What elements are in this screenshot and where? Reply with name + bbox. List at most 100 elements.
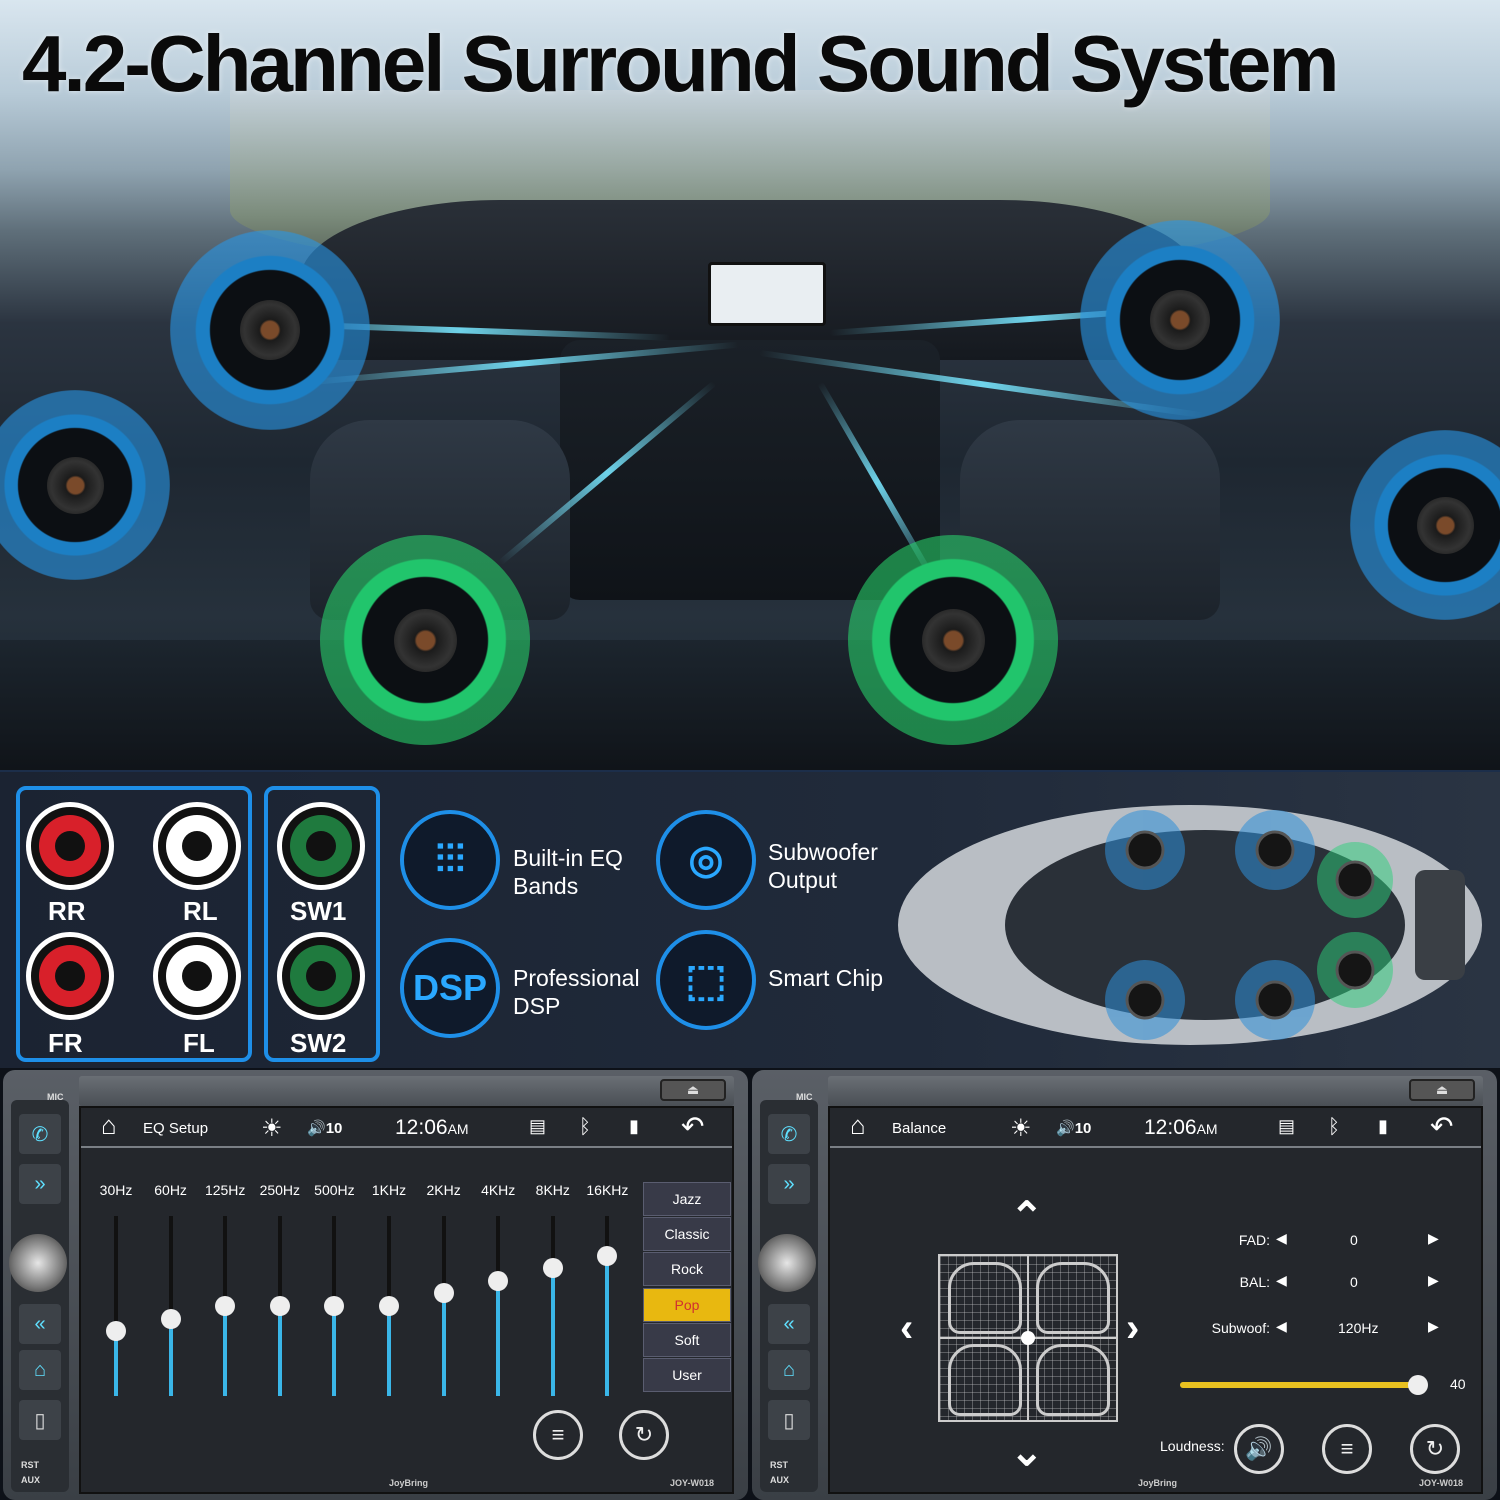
page-title: 4.2-Channel Surround Sound System [22, 19, 1340, 108]
speaker-outputs-box [16, 786, 252, 1062]
reset-button[interactable]: RST [770, 1460, 788, 1470]
status-bar: ⌂ EQ Setup ☀ 🔊10 12:06AM ▤ ᛒ ▮ ↶ [81, 1108, 732, 1148]
model-number: JOY-W018 [669, 1478, 714, 1488]
eq-screen: ⌂ EQ Setup ☀ 🔊10 12:06AM ▤ ᛒ ▮ ↶ 30Hz 60… [79, 1106, 734, 1494]
slider-knob[interactable] [1408, 1375, 1428, 1395]
phone-button[interactable]: ✆ [19, 1114, 61, 1154]
eq-band: 1KHz [362, 1182, 416, 1402]
preset-soft[interactable]: Soft [643, 1322, 731, 1357]
bal-decrease-button[interactable]: ◀ [1276, 1272, 1287, 1288]
preset-rock[interactable]: Rock [643, 1252, 731, 1287]
phone-button[interactable]: ✆ [768, 1114, 810, 1154]
preset-jazz[interactable]: Jazz [643, 1182, 731, 1216]
eq-slider-knob[interactable] [597, 1245, 618, 1266]
floor [0, 640, 1500, 770]
eq-slider-fill [168, 1318, 173, 1396]
preset-pop[interactable]: Pop [643, 1287, 731, 1322]
fad-decrease-button[interactable]: ◀ [1276, 1230, 1287, 1246]
home-icon[interactable]: ⌂ [850, 1110, 866, 1140]
seat-balance-grid[interactable] [938, 1254, 1118, 1422]
rca-label-fr: FR [48, 1028, 83, 1058]
balance-left-button[interactable]: ‹ [900, 1306, 914, 1350]
eject-button[interactable]: ⏏ [1409, 1079, 1475, 1101]
equalizer-button[interactable]: ≡ [1322, 1424, 1372, 1474]
subwoofer-right [848, 535, 1058, 745]
screen-title: Balance [892, 1120, 947, 1137]
back-icon[interactable]: ↶ [1430, 1111, 1454, 1142]
eq-slider-track[interactable] [168, 1216, 173, 1396]
seat-icon [1036, 1262, 1110, 1334]
rca-label-rr: RR [48, 896, 86, 926]
brightness-icon[interactable]: ☀ [261, 1115, 283, 1142]
home-button[interactable]: ⌂ [19, 1350, 61, 1390]
top-bezel: ⏏ [79, 1076, 734, 1106]
rca-fr [26, 932, 114, 1020]
eq-slider-fill [114, 1331, 118, 1396]
volume-knob[interactable] [758, 1234, 816, 1292]
loudness-button[interactable]: 🔊 [1234, 1424, 1284, 1474]
brightness-icon[interactable]: ☀ [1010, 1115, 1032, 1142]
eq-band-label: 250Hz [259, 1182, 301, 1198]
subwoofer-icon: ◎ [656, 810, 756, 910]
eq-slider-knob[interactable] [160, 1308, 181, 1329]
eq-band: 60Hz [144, 1182, 198, 1402]
eq-slider-knob[interactable] [106, 1321, 126, 1342]
fade-front-button[interactable]: ⌃ [1010, 1195, 1044, 1239]
seat-icon [948, 1262, 1022, 1334]
next-track-button[interactable]: » [768, 1164, 810, 1204]
home-icon[interactable]: ⌂ [101, 1110, 117, 1140]
eq-slider-knob[interactable] [269, 1296, 290, 1316]
balance-head-unit: MIC ✆ » « ⌂ ▯ RST AUX ⏏ ⌂ Balance ☀ 🔊10 … [752, 1070, 1497, 1500]
rca-rr [26, 802, 114, 890]
front-left-speaker [170, 230, 370, 430]
top-bezel: ⏏ [828, 1076, 1483, 1106]
bal-label: BAL: [1239, 1274, 1270, 1290]
usb-icon: ▮ [1378, 1116, 1388, 1136]
next-track-button[interactable]: » [19, 1164, 61, 1204]
reset-eq-button[interactable]: ↻ [619, 1410, 669, 1460]
volume-value: 10 [325, 1120, 343, 1137]
fade-rear-button[interactable]: ⌃ [1010, 1427, 1044, 1471]
equalizer-button[interactable]: ≡ [533, 1410, 583, 1460]
eq-slider-knob[interactable] [488, 1270, 509, 1291]
clock-ampm: AM [447, 1121, 469, 1137]
subwoof-decrease-button[interactable]: ◀ [1276, 1318, 1287, 1334]
fad-label: FAD: [1238, 1232, 1270, 1248]
balance-right-button[interactable]: › [1126, 1306, 1140, 1350]
eq-band: 30Hz [89, 1182, 143, 1402]
balance-point[interactable] [1021, 1331, 1035, 1345]
eq-band-label: 30Hz [99, 1182, 133, 1198]
volume-knob[interactable] [9, 1234, 67, 1292]
rca-label-sw2: SW2 [290, 1028, 347, 1058]
preset-classic[interactable]: Classic [643, 1217, 731, 1252]
subwoofer-level-slider[interactable] [1180, 1375, 1428, 1395]
eq-slider-knob[interactable] [379, 1296, 399, 1316]
subwoof-increase-button[interactable]: ▶ [1428, 1318, 1439, 1334]
seat-icon [948, 1344, 1022, 1416]
feature-dsp-line2: DSP [513, 993, 561, 1019]
prev-track-button[interactable]: « [19, 1304, 61, 1344]
fad-increase-button[interactable]: ▶ [1428, 1230, 1439, 1246]
eq-band: 125Hz [198, 1182, 252, 1402]
rear-right-speaker [1350, 430, 1500, 620]
eq-slider-fill [277, 1306, 282, 1396]
rca-fl [153, 932, 241, 1020]
reset-button[interactable]: RST [21, 1460, 39, 1470]
reset-balance-button[interactable]: ↻ [1410, 1424, 1460, 1474]
volume-indicator: 🔊10 [307, 1120, 343, 1137]
eq-slider-knob[interactable] [215, 1296, 236, 1316]
preset-user[interactable]: User [643, 1357, 731, 1392]
clock-time: 12:06 [395, 1116, 448, 1139]
back-icon[interactable]: ↶ [681, 1111, 705, 1142]
eq-slider-track[interactable] [114, 1216, 118, 1396]
aux-port: AUX [770, 1475, 790, 1485]
eq-slider-knob[interactable] [324, 1296, 345, 1316]
home-button[interactable]: ⌂ [768, 1350, 810, 1390]
eq-slider-knob[interactable] [433, 1283, 454, 1304]
bal-increase-button[interactable]: ▶ [1428, 1272, 1439, 1288]
prev-track-button[interactable]: « [768, 1304, 810, 1344]
subwoofer-outputs-box [264, 786, 380, 1062]
eject-button[interactable]: ⏏ [660, 1079, 726, 1101]
eq-slider-knob[interactable] [542, 1258, 563, 1279]
